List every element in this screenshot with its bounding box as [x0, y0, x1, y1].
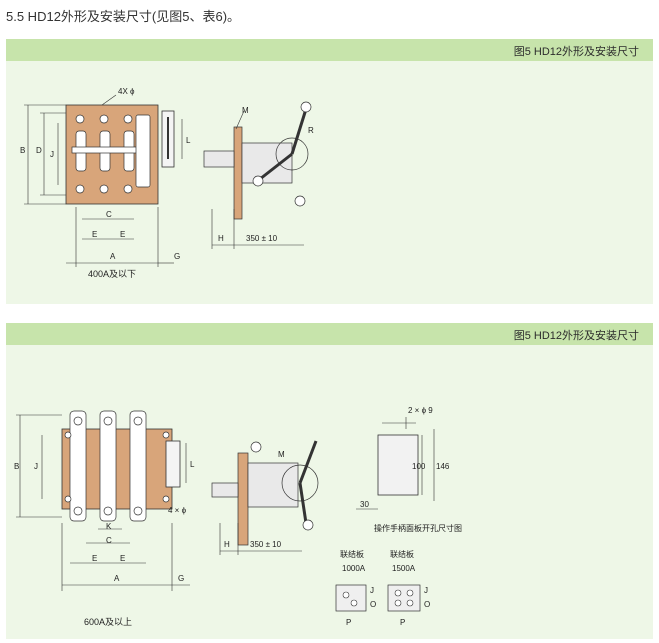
dim-k: K: [106, 522, 112, 531]
section-heading: 5.5 HD12外形及安装尺寸(见图5、表6)。: [6, 9, 241, 24]
link1-rating: 1000A: [342, 564, 366, 573]
dim-g: G: [174, 252, 180, 261]
dim-holes: 4 × ϕ: [168, 506, 187, 515]
dim-e1: E: [92, 230, 97, 239]
link2-o: O: [424, 600, 430, 609]
figure-title: 图5 HD12外形及安装尺寸: [513, 330, 639, 342]
link1-o: O: [370, 600, 376, 609]
dim-length: 350 ± 10: [246, 234, 278, 243]
figure-title-bar: 图5 HD12外形及安装尺寸: [6, 39, 653, 61]
dim-b: B: [14, 462, 19, 471]
dim-h: H: [224, 540, 230, 549]
dim-l: L: [190, 460, 195, 469]
dim-g: G: [178, 574, 184, 583]
link2-p: P: [400, 618, 405, 627]
dim-j: J: [50, 150, 54, 159]
dim-m: M: [242, 106, 249, 115]
dim-a: A: [114, 574, 120, 583]
dim-a: A: [110, 252, 116, 261]
dim-m: M: [278, 450, 285, 459]
dim-d: D: [36, 146, 42, 155]
dim-c: C: [106, 210, 112, 219]
dim-length: 350 ± 10: [250, 540, 282, 549]
caption-600a: 600A及以上: [84, 617, 133, 627]
dim-l: L: [186, 136, 191, 145]
side-view-base: [233, 126, 243, 220]
dim-c: C: [106, 536, 112, 545]
dim-r: R: [308, 126, 314, 135]
figure-panel-400a: 图5 HD12外形及安装尺寸 B D J: [6, 39, 653, 304]
cutout-d146: 146: [436, 462, 450, 471]
dim-j: J: [34, 462, 38, 471]
drawing-400a: B D J C E E A G L 4X ϕ H 350 ± 10 M: [20, 87, 314, 267]
link1-j: J: [370, 586, 374, 595]
side-view-base: [237, 452, 249, 546]
link1-plate: [335, 584, 367, 612]
dim-b: B: [20, 146, 25, 155]
dim-e1: E: [92, 554, 97, 563]
dim-h: H: [218, 234, 224, 243]
dim-holes: 4X ϕ: [118, 87, 135, 96]
cutout-title: 操作手柄面板开孔尺寸图: [374, 523, 462, 533]
link1-title: 联结板: [340, 549, 364, 559]
figure-title: 图5 HD12外形及安装尺寸: [513, 46, 639, 58]
terminal-group: [64, 410, 170, 522]
side-handle: [165, 440, 181, 488]
terminal-group: [71, 114, 151, 194]
figure-title-bar: 图5 HD12外形及安装尺寸: [6, 323, 653, 345]
link1-p: P: [346, 618, 351, 627]
figure-panel-600a: 图5 HD12外形及安装尺寸 B J K C E: [6, 323, 653, 639]
drawing-600a: B J K C E E A G L 4 × ϕ H 350 ± 10 M: [14, 406, 462, 627]
link2-plate: [387, 584, 421, 612]
cutout-d30: 30: [360, 500, 369, 509]
cutout-shape: [377, 434, 419, 496]
dim-e2: E: [120, 554, 125, 563]
link2-j: J: [424, 586, 428, 595]
caption-400a: 400A及以下: [88, 269, 137, 279]
link2-rating: 1500A: [392, 564, 416, 573]
cutout-holes: 2 × ϕ 9: [408, 406, 433, 415]
link2-title: 联结板: [390, 549, 414, 559]
dim-e2: E: [120, 230, 125, 239]
cutout-d100: 100: [412, 462, 426, 471]
